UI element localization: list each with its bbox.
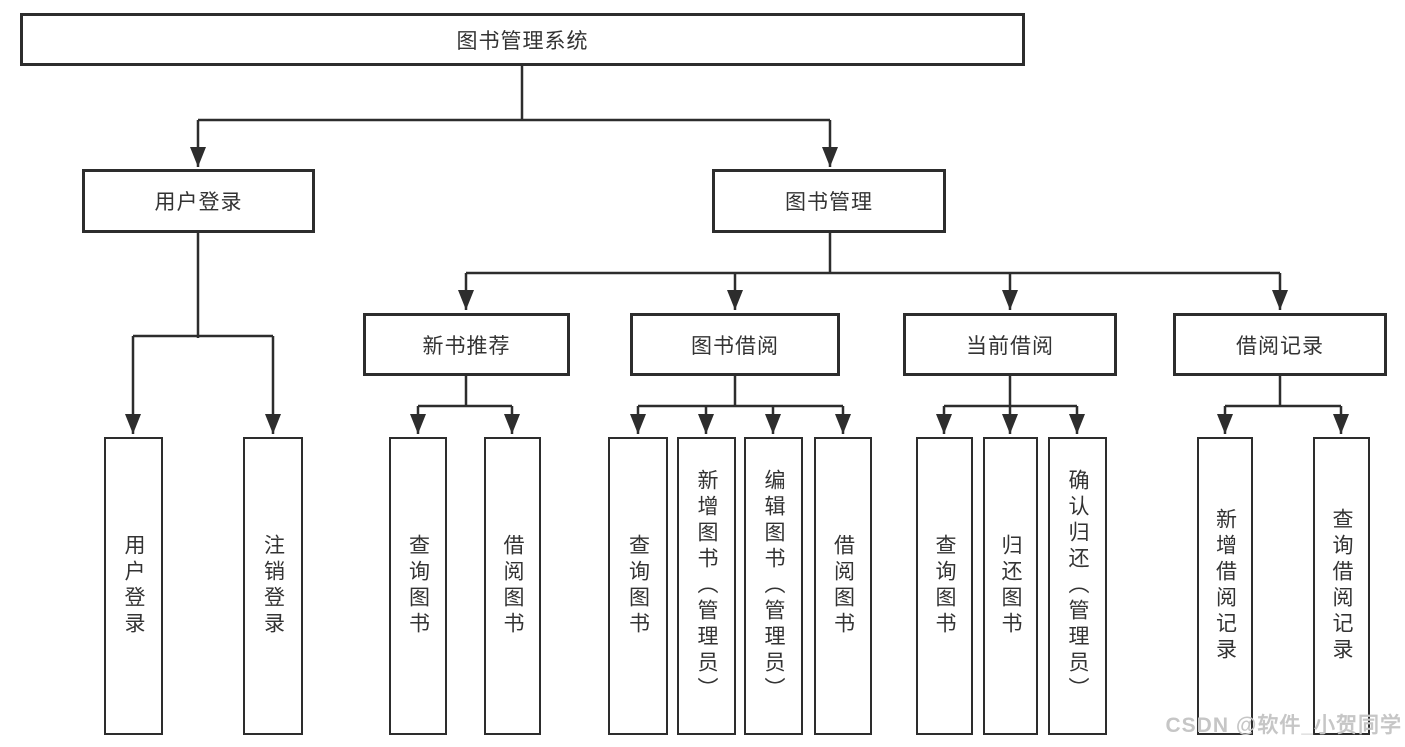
leaf-label: 查询借阅记录 xyxy=(1330,508,1354,664)
leaf-label: 新增图书（管理员） xyxy=(695,469,719,703)
leaf-label: 查询图书 xyxy=(933,534,957,638)
leaf-label: 借阅图书 xyxy=(831,534,855,638)
leaf-label: 借阅图书 xyxy=(501,534,525,638)
node-book-borrow: 图书借阅 xyxy=(630,313,840,376)
leaf-query-book-3: 查询图书 xyxy=(916,437,973,735)
leaf-borrow-book-1: 借阅图书 xyxy=(484,437,541,735)
leaf-borrow-book-2: 借阅图书 xyxy=(814,437,872,735)
leaf-label: 新增借阅记录 xyxy=(1213,508,1237,664)
leaf-label: 用户登录 xyxy=(122,534,146,638)
node-new-book-recommend: 新书推荐 xyxy=(363,313,570,376)
leaf-label: 确认归还（管理员） xyxy=(1066,469,1090,703)
node-current-borrow: 当前借阅 xyxy=(903,313,1117,376)
leaf-edit-book-admin: 编辑图书（管理员） xyxy=(744,437,803,735)
csdn-watermark: CSDN @软件_小贺同学 xyxy=(1165,714,1402,737)
leaf-confirm-return-admin: 确认归还（管理员） xyxy=(1048,437,1107,735)
node-library-management-system: 图书管理系统 xyxy=(20,13,1025,66)
node-book-management: 图书管理 xyxy=(712,169,946,233)
leaf-logout: 注销登录 xyxy=(243,437,303,735)
leaf-return-book: 归还图书 xyxy=(983,437,1038,735)
leaf-query-borrow-record: 查询借阅记录 xyxy=(1313,437,1370,735)
leaf-query-book-1: 查询图书 xyxy=(389,437,447,735)
leaf-label: 编辑图书（管理员） xyxy=(762,469,786,703)
leaf-user-login: 用户登录 xyxy=(104,437,163,735)
leaf-label: 注销登录 xyxy=(261,534,285,638)
leaf-label: 归还图书 xyxy=(999,534,1023,638)
leaf-add-borrow-record: 新增借阅记录 xyxy=(1197,437,1253,735)
leaf-add-book-admin: 新增图书（管理员） xyxy=(677,437,736,735)
node-borrow-record: 借阅记录 xyxy=(1173,313,1387,376)
leaf-query-book-2: 查询图书 xyxy=(608,437,668,735)
leaf-label: 查询图书 xyxy=(406,534,430,638)
node-user-login: 用户登录 xyxy=(82,169,315,233)
leaf-label: 查询图书 xyxy=(626,534,650,638)
